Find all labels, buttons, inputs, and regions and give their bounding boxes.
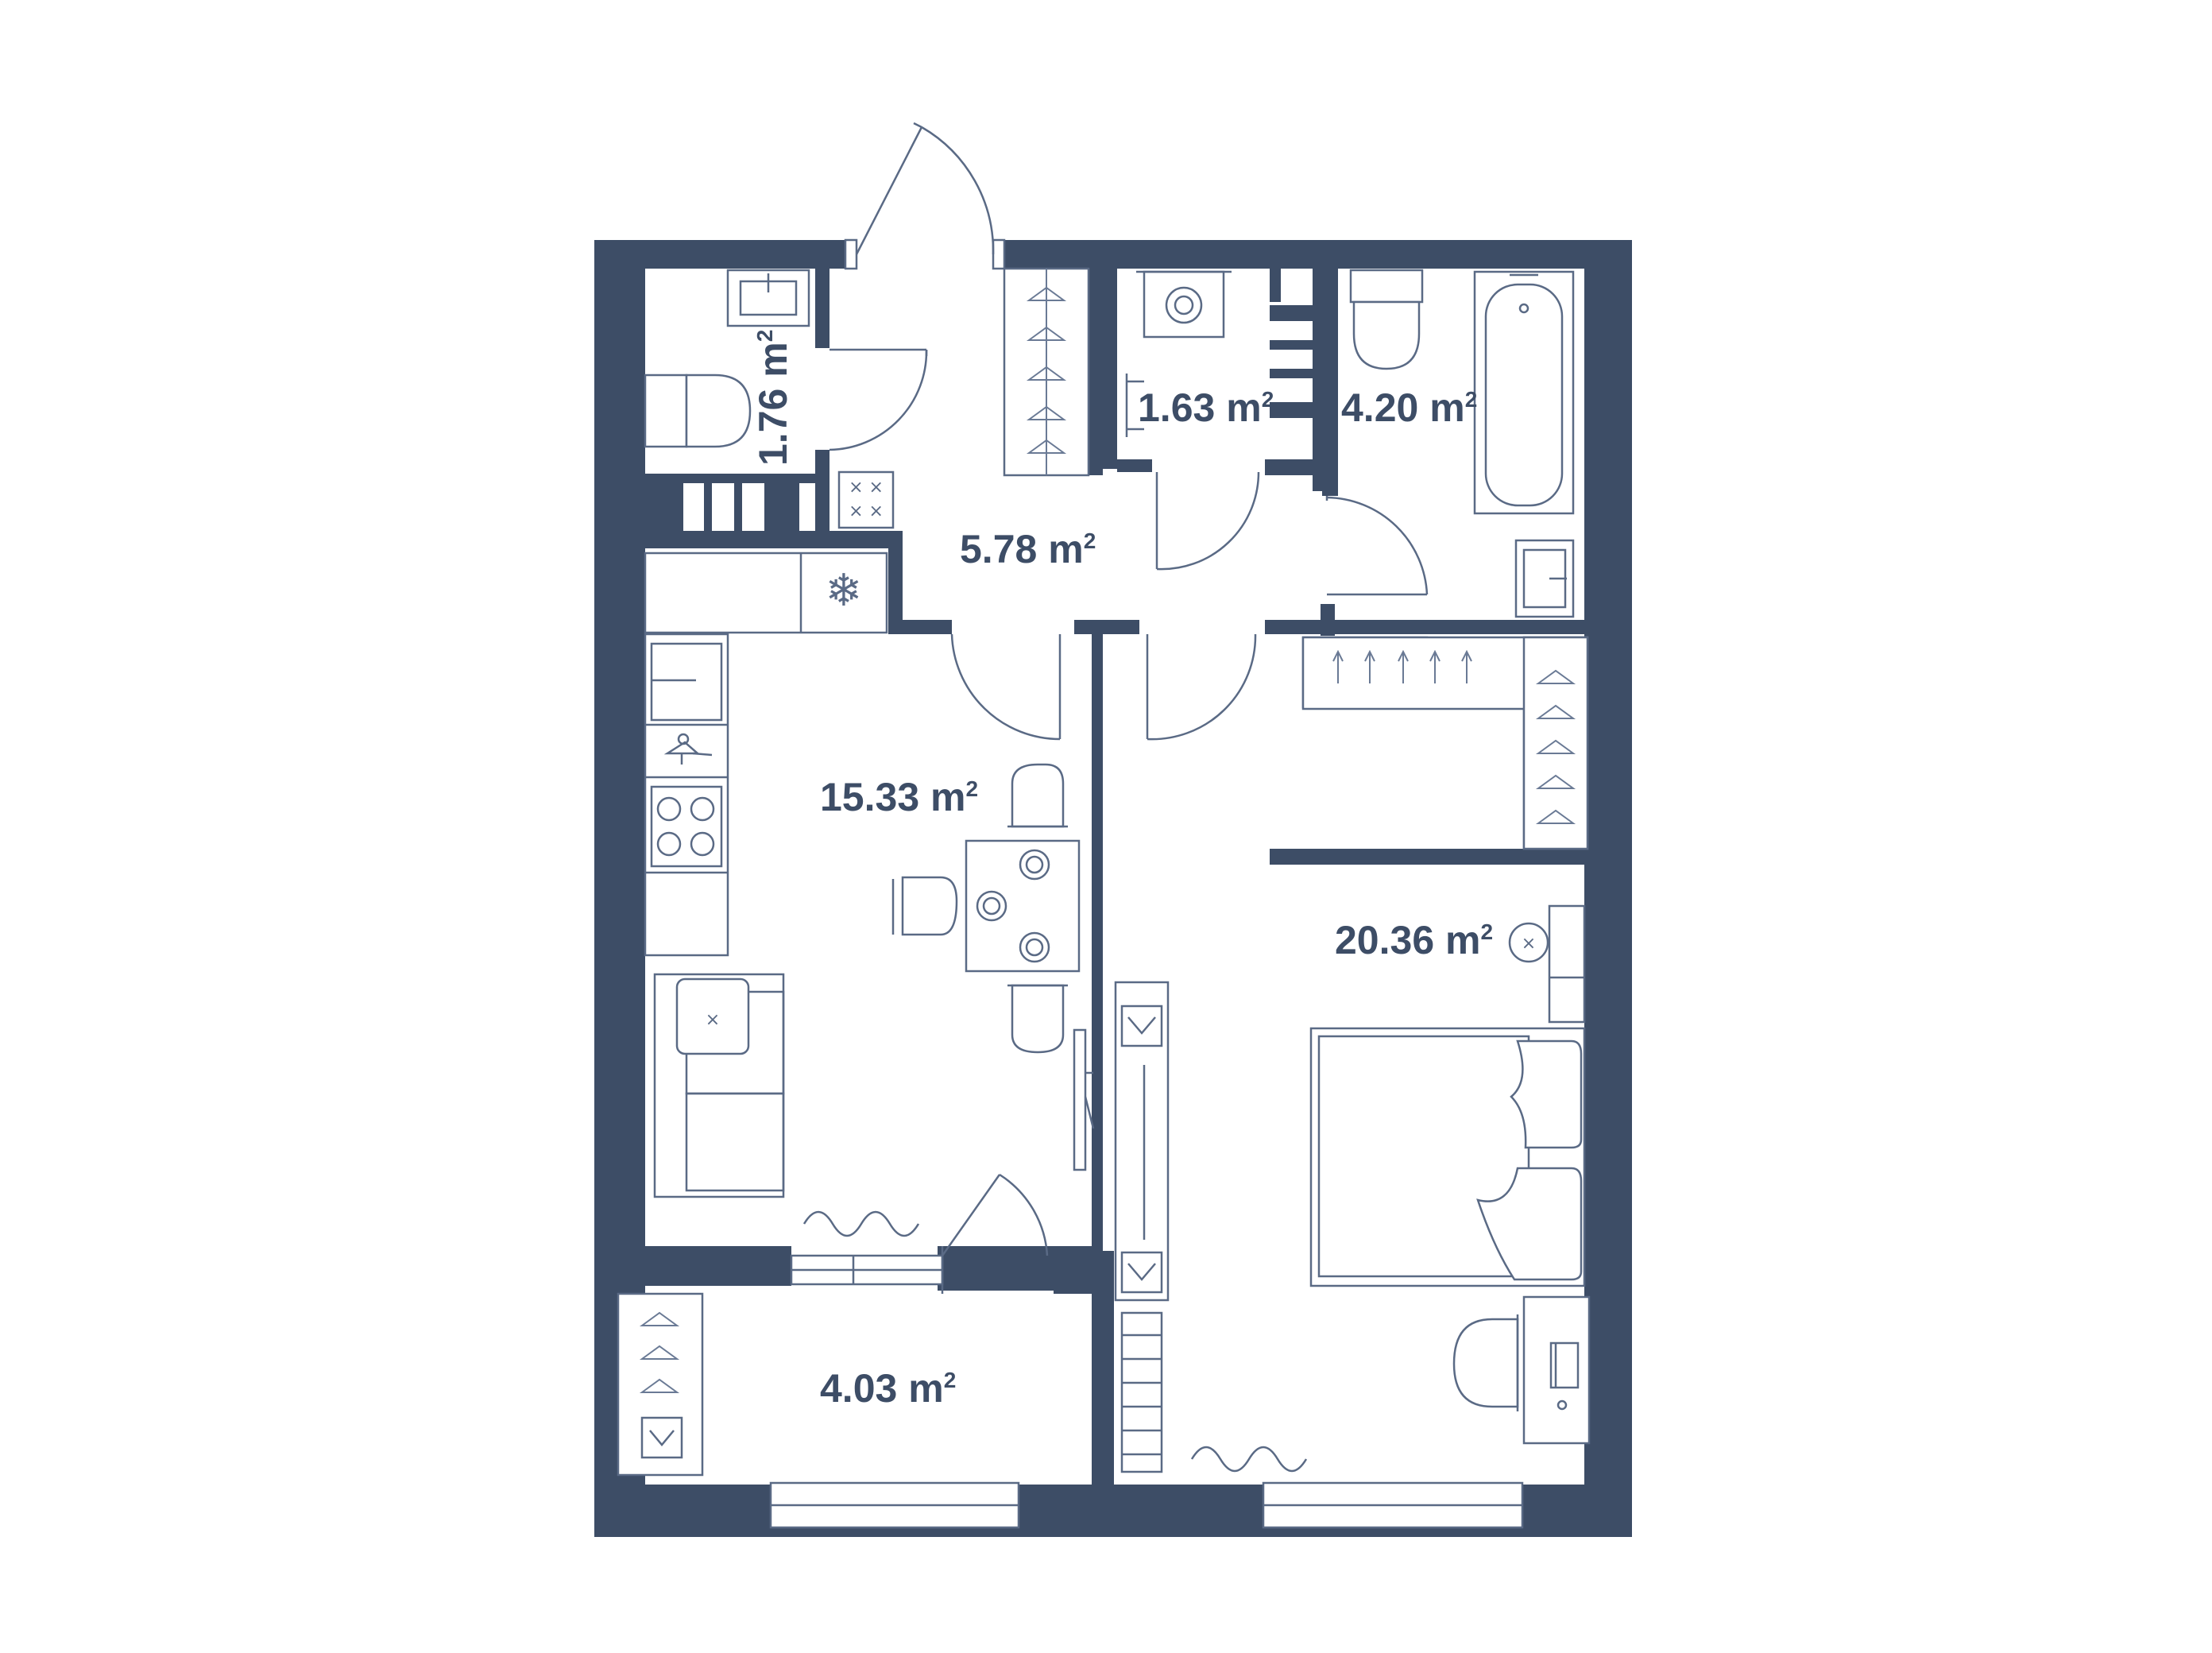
toilet-icon bbox=[644, 374, 752, 448]
bedroom-left-storage bbox=[1114, 981, 1170, 1302]
area-laundry: 1.63 m2 bbox=[1138, 385, 1274, 430]
svg-text:×: × bbox=[1522, 934, 1536, 954]
stove-icon bbox=[650, 785, 723, 868]
chair-icon bbox=[1007, 984, 1068, 1054]
hanger-icon bbox=[1535, 739, 1576, 754]
hanger-icon bbox=[639, 1345, 680, 1360]
chair-icon bbox=[1452, 1314, 1519, 1411]
hanger-icon bbox=[639, 1378, 680, 1393]
door-swing-icon bbox=[941, 1173, 1049, 1256]
area-kitchen-living: 15.33 m2 bbox=[820, 775, 978, 819]
area-wc: 1.76 m2 bbox=[751, 330, 795, 466]
washing-machine-icon bbox=[1136, 270, 1232, 339]
hanger-icon bbox=[1026, 326, 1067, 341]
svg-text:×: × bbox=[706, 1010, 720, 1030]
stove-icon: × × × × bbox=[837, 470, 895, 529]
door-swing-icon bbox=[1325, 496, 1429, 596]
fridge-icon: ❄ bbox=[826, 565, 863, 617]
hanger-icon bbox=[1535, 809, 1576, 824]
bathtub-icon bbox=[1473, 270, 1575, 515]
door-swing-icon bbox=[1155, 471, 1260, 571]
hanger-icon bbox=[1461, 649, 1472, 683]
bedroom-closet bbox=[1301, 636, 1589, 850]
area-bedroom: 20.36 m2 bbox=[1335, 918, 1493, 962]
bed-icon bbox=[1309, 1027, 1586, 1287]
hanger-icon bbox=[1398, 649, 1409, 683]
chair-icon bbox=[891, 876, 958, 936]
table-icon bbox=[965, 839, 1081, 973]
door-swing-icon bbox=[950, 633, 1062, 741]
kitchen-counter-left bbox=[644, 633, 729, 957]
toilet-icon bbox=[1349, 269, 1424, 370]
outer-walls bbox=[594, 240, 1632, 1537]
balcony-closet bbox=[617, 1292, 704, 1477]
sink-icon bbox=[726, 269, 810, 327]
laptop-icon bbox=[1549, 1341, 1580, 1411]
radiator-icon bbox=[1190, 1446, 1308, 1473]
furniture: × × × × ❄ bbox=[617, 267, 1591, 1477]
hanger-icon bbox=[1026, 439, 1067, 454]
area-labels: 1.76 m2 1.63 m2 4.20 m2 5.78 m2 15.33 m2… bbox=[751, 330, 1493, 1411]
radiator-icon bbox=[1125, 374, 1144, 437]
doors bbox=[829, 122, 1429, 1256]
svg-text:× ×: × × bbox=[849, 501, 884, 521]
inner-walls bbox=[645, 269, 1584, 1489]
door-swing-icon bbox=[844, 122, 1006, 270]
lamp-icon bbox=[663, 733, 713, 765]
hanger-icon bbox=[639, 1311, 680, 1326]
sink-icon bbox=[1514, 539, 1575, 618]
kitchen-counter bbox=[644, 552, 888, 634]
balcony-door bbox=[790, 1246, 944, 1294]
hanger-icon bbox=[1026, 366, 1067, 381]
hanger-icon bbox=[1535, 669, 1576, 684]
sofa-icon: × bbox=[653, 973, 785, 1198]
svg-text:❄: ❄ bbox=[826, 565, 863, 617]
hanger-icon bbox=[1535, 774, 1576, 789]
area-hallway: 5.78 m2 bbox=[960, 527, 1096, 571]
hanger-icon bbox=[1535, 704, 1576, 719]
shirt-icon bbox=[640, 1416, 683, 1459]
svg-text:× ×: × × bbox=[849, 478, 884, 497]
hanger-icon bbox=[1026, 286, 1067, 301]
hanger-icon bbox=[1429, 649, 1441, 683]
hanger-icon bbox=[1026, 405, 1067, 420]
radiator-icon bbox=[1120, 1311, 1163, 1473]
area-balcony: 4.03 m2 bbox=[820, 1366, 956, 1411]
radiator-icon bbox=[802, 1210, 920, 1237]
area-bathroom: 4.20 m2 bbox=[1341, 385, 1477, 430]
door-swing-icon bbox=[829, 348, 928, 451]
lamp-icon: × bbox=[1508, 904, 1586, 1024]
tv-unit bbox=[1073, 1028, 1095, 1171]
chair-icon bbox=[1007, 763, 1068, 828]
hanger-icon bbox=[1364, 649, 1375, 683]
door-swing-icon bbox=[1146, 633, 1257, 741]
hanger-icon bbox=[1332, 649, 1344, 683]
